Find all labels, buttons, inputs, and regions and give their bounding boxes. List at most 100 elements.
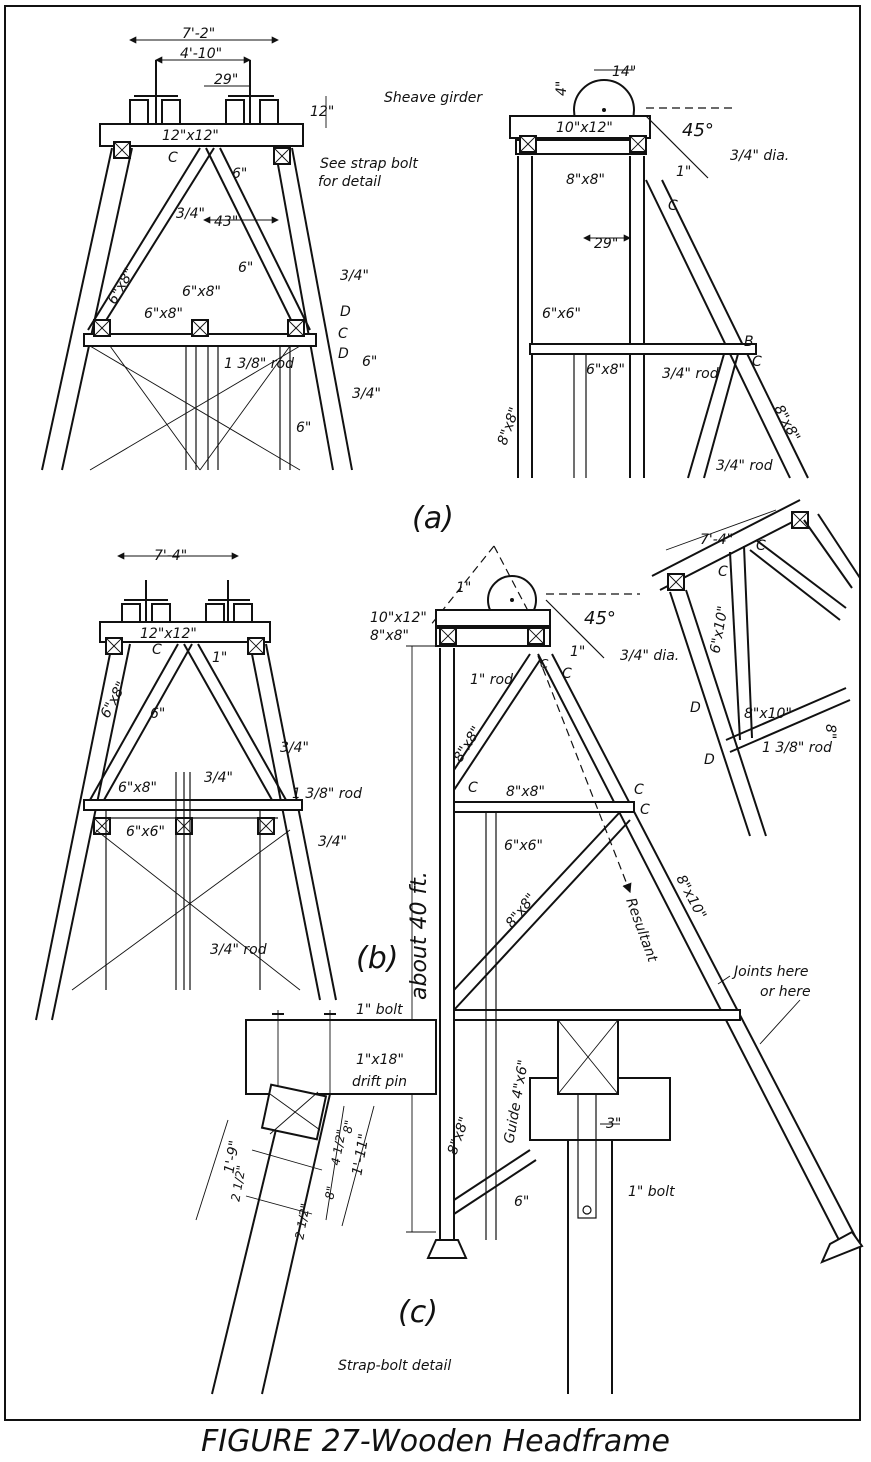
- a-side-note: Sheave girder: [384, 90, 483, 106]
- b-dim-three-quarter-3: 3/4": [318, 834, 347, 850]
- a-dim-three-quarter-1: 3/4": [176, 206, 205, 222]
- a-dim-29: 29": [214, 72, 238, 88]
- b-side-joint-2: C: [562, 666, 572, 682]
- a-side-dim-1: 1": [676, 164, 691, 180]
- b-dim-three-quarter-1: 3/4": [280, 740, 309, 756]
- c-drift-1: 1"x18": [356, 1052, 404, 1068]
- a-dim-43: 43": [214, 214, 238, 230]
- a-side-dim-4: 4": [554, 81, 570, 96]
- a-note-1: See strap bolt: [320, 156, 418, 172]
- figure-caption: FIGURE 27-Wooden Headframe: [201, 1424, 670, 1459]
- a-dim-6x8-b: 6"x8": [144, 306, 183, 322]
- b-side-height: about 40 ft.: [407, 871, 432, 1000]
- a-dim-12: 12": [310, 104, 334, 120]
- b-side-dim-8x8-top: 8"x8": [370, 628, 409, 644]
- a-dim-6d: 6": [296, 420, 311, 436]
- inset-joint-2: C: [718, 564, 728, 580]
- a-side-dim-rod-1: 3/4" rod: [662, 366, 719, 382]
- a-dim-6x8-c: 6"x8": [182, 284, 221, 300]
- b-side-dim-8x8-a: 8"x8": [451, 724, 485, 766]
- a-joint-3: C: [338, 326, 348, 342]
- b-side-dim-8x8-b: 8"x8": [506, 784, 545, 800]
- c-dim-1-11: 1'-11": [349, 1132, 372, 1176]
- b-joint: C: [152, 642, 162, 658]
- b-side-resultant: Resultant: [622, 896, 660, 965]
- b-side-joint-3: C: [634, 782, 644, 798]
- a-dim-6c: 6": [362, 354, 377, 370]
- b-side-dim-1b: 1": [570, 644, 585, 660]
- a-dim-6b: 6": [238, 260, 253, 276]
- b-side-dia: 3/4" dia.: [620, 648, 679, 664]
- b-dim-rod-2: 3/4" rod: [210, 942, 267, 958]
- a-side-dim-8x8-c: 8"x8": [770, 402, 802, 444]
- panel-c-strap-bolt-detail: 1" bolt 1"x18" drift pin 1'-9" 2 1/2" 8"…: [195, 1002, 675, 1395]
- figure-border: [4, 5, 861, 1421]
- b-dim-top: 7'-4": [154, 548, 187, 564]
- a-side-dim-6x8: 6"x8": [586, 362, 625, 378]
- c-bolt-1: 1" bolt: [356, 1002, 403, 1018]
- strap-bolt-caption: Strap-bolt detail: [338, 1358, 451, 1374]
- label-panel-c: (c): [398, 1295, 438, 1330]
- a-dim-three-quarter-2: 3/4": [340, 268, 369, 284]
- b-side-rod: 1" rod: [470, 672, 513, 688]
- b-side-dim-8x8-d: 8"x8": [445, 1115, 473, 1157]
- a-side-joint-3: C: [752, 354, 762, 370]
- a-side-dim-girder: 10"x12": [556, 120, 613, 136]
- a-side-dim-14: 14": [612, 64, 636, 80]
- c-dim-4half: 4 1/2": [328, 1128, 348, 1166]
- c-dim-3: 3": [606, 1116, 621, 1132]
- label-panel-a: (a): [412, 501, 454, 536]
- a-side-dim-6x6: 6"x6": [542, 306, 581, 322]
- c-dim-2half-b: 2 1/2": [292, 1202, 312, 1240]
- a-dim-strut: 6"x8": [105, 265, 138, 307]
- a-dim-6a: 6": [232, 166, 247, 182]
- c-dim-2half-a: 2 1/2": [228, 1164, 248, 1202]
- inset-joint-3: D: [690, 700, 701, 716]
- a-side-dim-8x8-a: 8"x8": [566, 172, 605, 188]
- b-side-guide: Guide 4"x6": [501, 1059, 531, 1145]
- b-dim-cap: 12"x12": [140, 626, 197, 642]
- inset-dim-6x10: 6"x10": [707, 605, 731, 655]
- panel-a-side-elevation: Sheave girder 14" 4" 10"x12" 8"x8" 29" 4…: [384, 64, 809, 479]
- a-dim-rod: 1 3/8" rod: [224, 356, 294, 372]
- panel-b-side-elevation: 10"x12" 8"x8" 1" 45° 3/4" dia. 1" rod 1"…: [370, 545, 864, 1264]
- a-side-joint-2: B: [744, 334, 754, 350]
- b-dim-1: 1": [212, 650, 227, 666]
- b-dim-three-quarter-2: 3/4": [204, 770, 233, 786]
- b-dim-strut: 6"x8": [98, 679, 130, 721]
- a-joint-4: D: [338, 346, 349, 362]
- a-dim-top-1: 7'-2": [182, 26, 215, 42]
- label-panel-b: (b): [356, 941, 398, 976]
- a-dim-top-2: 4'-10": [180, 46, 222, 62]
- b-side-joint-1: C: [468, 780, 478, 796]
- c-dim-8a: 8": [340, 1119, 356, 1134]
- a-side-dim-29: 29": [594, 236, 618, 252]
- b-side-dim-girder: 10"x12": [370, 610, 427, 626]
- a-side-dia: 3/4" dia.: [730, 148, 789, 164]
- panel-b-front-elevation: 7'-4" 12"x12" 1" 6"x8" 6" 3/4" 6"x8" 3/4…: [35, 548, 362, 1021]
- b-dim-girt: 6"x8": [118, 780, 157, 796]
- b-side-joint-4: C: [640, 802, 650, 818]
- b-side-joint-5: C: [540, 657, 549, 671]
- inset-dim-rod: 1 3/8" rod: [762, 740, 832, 756]
- b-side-dim-6x6: 6"x6": [504, 838, 543, 854]
- inset-joint-4: D: [704, 752, 715, 768]
- c-dim-1-9: 1'-9": [221, 1139, 243, 1174]
- inset-dim-8x10: 8"x10": [744, 706, 792, 722]
- c-dim-8b: 8": [322, 1185, 338, 1200]
- inset-dim-top: 7'-4": [700, 532, 733, 548]
- inset-joint-1: C: [756, 538, 766, 554]
- b-dim-6: 6": [150, 706, 165, 722]
- b-side-joints-2: or here: [760, 984, 811, 1000]
- b-side-dim-1a: 1": [456, 580, 471, 596]
- b-dim-rod: 1 3/8" rod: [292, 786, 362, 802]
- a-side-angle: 45°: [682, 120, 714, 141]
- panel-b-inset-detail: 7'-4" 6"x10" 8"x10" 8" 1 3/8" rod C C D …: [651, 499, 861, 837]
- b-dim-6x6: 6"x6": [126, 824, 165, 840]
- a-dim-cap: 12"x12": [162, 128, 219, 144]
- a-dim-three-quarter-3: 3/4": [352, 386, 381, 402]
- b-side-dim-6: 6": [514, 1194, 529, 1210]
- a-joint-1: C: [168, 150, 178, 166]
- a-side-joint-1: C: [668, 198, 678, 214]
